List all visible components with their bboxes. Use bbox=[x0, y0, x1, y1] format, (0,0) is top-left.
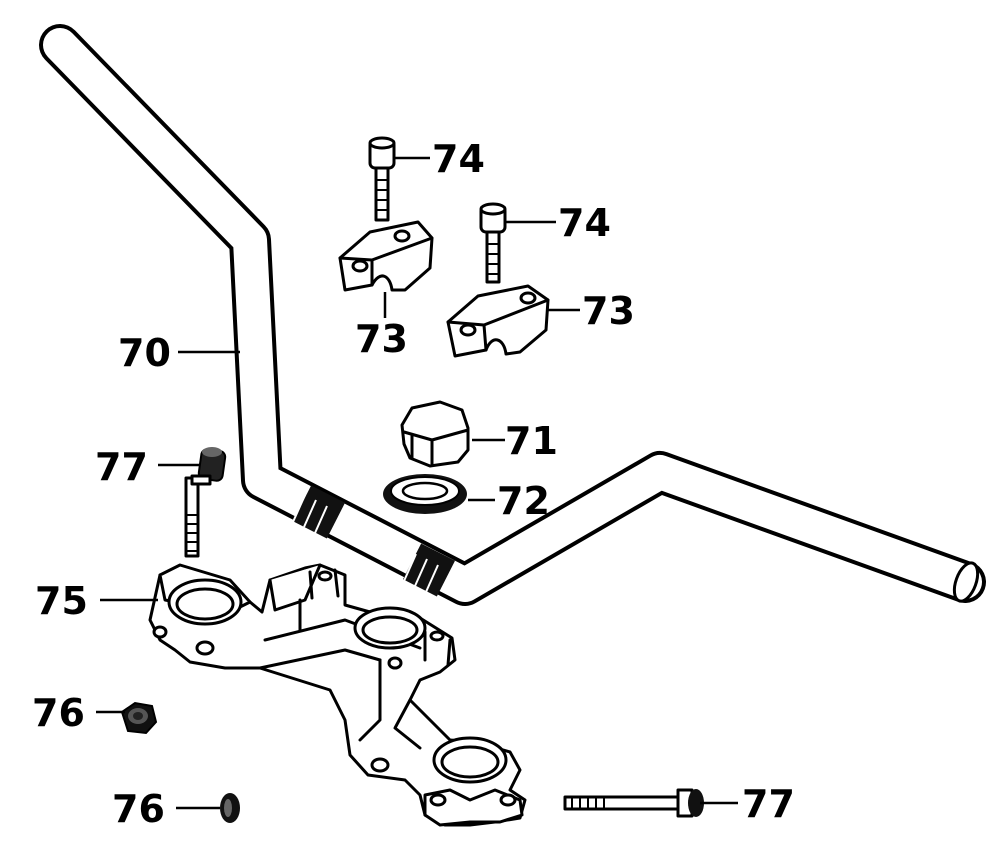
clamp-73-right bbox=[446, 284, 550, 358]
callout-77-lower: 77 bbox=[742, 782, 795, 826]
callout-75: 75 bbox=[35, 579, 88, 623]
bolt-74-right bbox=[479, 202, 507, 284]
bolt-77-vertical bbox=[184, 447, 227, 558]
callout-74-right: 74 bbox=[558, 201, 611, 245]
callout-74-left: 74 bbox=[432, 137, 485, 181]
callout-76-upper: 76 bbox=[32, 691, 85, 735]
nut-76-lower bbox=[220, 793, 240, 823]
handlebar-knurl-left bbox=[292, 485, 346, 539]
nut-76-upper bbox=[120, 701, 158, 735]
handlebar-70 bbox=[39, 24, 986, 606]
leader-lines bbox=[96, 156, 738, 810]
callout-70: 70 bbox=[118, 331, 171, 375]
callout-73-right: 73 bbox=[582, 289, 635, 333]
callout-72: 72 bbox=[497, 479, 550, 523]
callout-73-left: 73 bbox=[355, 317, 408, 361]
bolt-74-left bbox=[368, 136, 396, 222]
clamp-73-left bbox=[338, 220, 434, 292]
handlebar-knurl-right bbox=[402, 543, 456, 597]
bracket-75 bbox=[148, 563, 527, 827]
washer-72 bbox=[383, 474, 467, 514]
callout-71: 71 bbox=[505, 419, 558, 463]
bolt-77-horizontal bbox=[563, 788, 704, 818]
callout-76-lower: 76 bbox=[112, 787, 165, 831]
callout-77-upper: 77 bbox=[95, 445, 148, 489]
nut-71 bbox=[400, 400, 470, 468]
